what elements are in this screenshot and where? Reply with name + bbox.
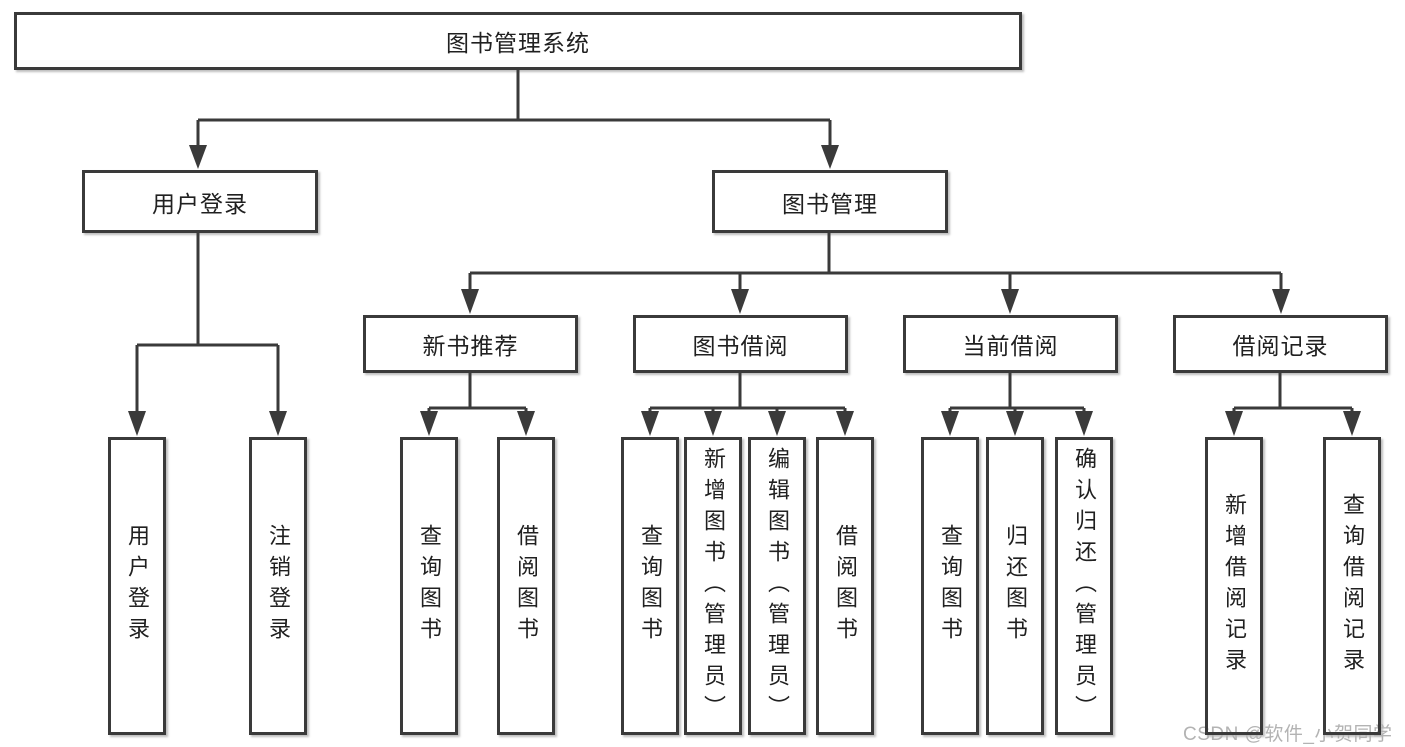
node-current-borrowing: 当前借阅 (903, 315, 1118, 373)
leaf-borrow-books-recommendation-label: 借阅图书 (514, 524, 539, 648)
arrowheads-current-borrow-to-leaves (941, 411, 1093, 436)
node-user-login-label: 用户登录 (152, 190, 248, 217)
node-borrowing-records: 借阅记录 (1173, 315, 1388, 373)
leaf-add-borrow-record-label: 新增借阅记录 (1222, 493, 1247, 679)
leaf-query-books-current-label: 查询图书 (938, 524, 963, 648)
connector-borrow-record-to-leaves (1232, 373, 1354, 414)
leaf-return-book-label: 归还图书 (1003, 524, 1028, 648)
node-borrowing-records-label: 借阅记录 (1232, 333, 1329, 359)
connector-book-mgmt-to-level3 (468, 233, 1283, 292)
connector-book-borrow-to-leaves (648, 373, 847, 414)
leaf-confirm-return-admin: 确认归还（管理员） (1055, 437, 1113, 735)
leaf-query-borrow-record-label: 查询借阅记录 (1340, 493, 1365, 679)
connector-current-borrow-to-leaves (948, 373, 1086, 414)
arrowheads-user-login-to-leaves (128, 411, 287, 436)
leaf-borrow-books-borrowing: 借阅图书 (816, 437, 874, 735)
node-new-book-recommendation-label: 新书推荐 (422, 333, 519, 359)
leaf-return-book: 归还图书 (986, 437, 1044, 735)
node-current-borrowing-label: 当前借阅 (962, 333, 1059, 359)
leaf-edit-book-admin-label: 编辑图书（管理员） (765, 446, 790, 726)
node-book-management: 图书管理 (712, 170, 948, 233)
leaf-query-books-borrowing: 查询图书 (621, 437, 679, 735)
leaf-logout: 注销登录 (249, 437, 307, 735)
node-new-book-recommendation: 新书推荐 (363, 315, 578, 373)
connector-root-to-level2 (196, 70, 832, 149)
leaf-user-login-label: 用户登录 (125, 524, 150, 648)
leaf-borrow-books-borrowing-label: 借阅图书 (833, 524, 858, 648)
node-user-login: 用户登录 (82, 170, 318, 233)
leaf-query-books-borrowing-label: 查询图书 (638, 524, 663, 648)
leaf-add-borrow-record: 新增借阅记录 (1205, 437, 1263, 735)
connector-user-login-to-leaves (135, 233, 280, 414)
node-book-borrowing: 图书借阅 (633, 315, 848, 373)
leaf-confirm-return-admin-label: 确认归还（管理员） (1072, 446, 1097, 726)
arrowheads-book-borrow-to-leaves (641, 411, 854, 436)
leaf-add-book-admin: 新增图书（管理员） (684, 437, 742, 735)
leaf-query-borrow-record: 查询借阅记录 (1323, 437, 1381, 735)
arrowheads-borrow-record-to-leaves (1225, 411, 1361, 436)
leaf-query-books-current: 查询图书 (921, 437, 979, 735)
node-root-system-label: 图书管理系统 (446, 30, 590, 56)
node-book-borrowing-label: 图书借阅 (692, 333, 789, 359)
arrowheads-new-book-rec-to-leaves (420, 411, 535, 436)
leaf-logout-label: 注销登录 (266, 524, 291, 648)
leaf-add-book-admin-label: 新增图书（管理员） (701, 446, 726, 726)
node-root-system: 图书管理系统 (14, 12, 1022, 70)
leaf-borrow-books-recommendation: 借阅图书 (497, 437, 555, 735)
node-book-management-label: 图书管理 (782, 190, 878, 217)
leaf-query-books-recommendation: 查询图书 (400, 437, 458, 735)
csdn-watermark: CSDN @软件_小贺同学 (1183, 724, 1393, 745)
connector-new-book-rec-to-leaves (427, 373, 528, 414)
leaf-user-login: 用户登录 (108, 437, 166, 735)
arrowheads-book-mgmt-to-level3 (461, 289, 1290, 314)
arrowheads-root-to-level2 (189, 145, 839, 169)
leaf-edit-book-admin: 编辑图书（管理员） (748, 437, 806, 735)
leaf-query-books-recommendation-label: 查询图书 (417, 524, 442, 648)
